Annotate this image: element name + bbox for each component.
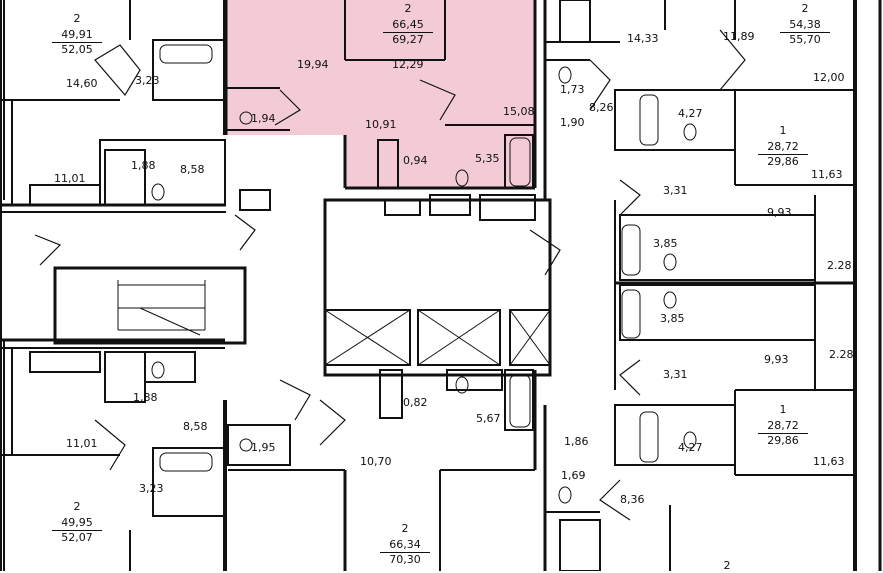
room-area: 1,69: [561, 469, 586, 482]
apartment-total-area: 29,86: [758, 154, 808, 169]
room-area: 1,95: [251, 441, 276, 454]
apartment-rooms: 2: [73, 500, 81, 513]
room-area: 3,23: [139, 482, 164, 495]
room-area: 12,29: [392, 58, 424, 71]
apartment-rooms: 2: [404, 2, 412, 15]
door-swings: [34, 29, 746, 521]
apartment-rooms: 2: [401, 522, 409, 535]
room-area: 12,00: [813, 71, 845, 84]
room-area: 8,58: [183, 420, 208, 433]
room-area: 10,70: [360, 455, 392, 468]
room-area: 11,89: [723, 30, 755, 43]
room-area: 8,26: [589, 101, 614, 114]
apartment-area: 28,72: [767, 419, 799, 432]
room-area: 1,88: [133, 391, 158, 404]
room-area: 0,82: [403, 396, 428, 409]
room-area: 3,85: [660, 312, 685, 325]
room-area: 8,58: [180, 163, 205, 176]
apartment-area: 54,38: [789, 18, 821, 31]
apartment-label-a2: 2 66,45 69,27: [383, 2, 433, 47]
room-area: 3,31: [663, 368, 688, 381]
room-area: 3,31: [663, 184, 688, 197]
apartment-label-a8: 2: [702, 559, 752, 573]
room-area: 1,73: [560, 83, 585, 96]
apartment-label-a4: 1 28,72 29,86: [758, 124, 808, 169]
room-area: 11,63: [811, 168, 843, 181]
room-area: 11,63: [813, 455, 845, 468]
room-area: 8,36: [620, 493, 645, 506]
room-area: 5,67: [476, 412, 501, 425]
room-area: 10,91: [365, 118, 397, 131]
room-area: 19,94: [297, 58, 329, 71]
apartment-rooms: 2: [723, 559, 731, 572]
room-area: 9,93: [767, 206, 792, 219]
room-area: 1,88: [131, 159, 156, 172]
apartment-total-area: 52,07: [52, 530, 102, 545]
room-area: 14,60: [66, 77, 98, 90]
room-area: 1,90: [560, 116, 585, 129]
room-area: 0,94: [403, 154, 428, 167]
apartment-label-a3: 2 54,38 55,70: [780, 2, 830, 47]
room-area: 11,01: [66, 437, 98, 450]
apartment-total-area: 52,05: [52, 42, 102, 57]
room-area: 3,85: [653, 237, 678, 250]
room-area: 5,35: [475, 152, 500, 165]
apartment-total-area: 70,30: [380, 552, 430, 567]
apartment-label-a7: 2 66,34 70,30: [380, 522, 430, 567]
apartment-area: 49,95: [61, 516, 93, 529]
apartment-total-area: 69,27: [383, 32, 433, 47]
apartment-area: 66,34: [389, 538, 421, 551]
apartment-label-a5: 1 28,72 29,86: [758, 403, 808, 448]
room-area: 4,27: [678, 107, 703, 120]
room-area: 4,27: [678, 441, 703, 454]
apartment-area: 66,45: [392, 18, 424, 31]
apartment-rooms: 1: [779, 403, 787, 416]
room-area: 1,86: [564, 435, 589, 448]
room-area: 11,01: [54, 172, 86, 185]
room-area: 14,33: [627, 32, 659, 45]
apartment-rooms: 2: [801, 2, 809, 15]
room-area: 2.28: [829, 348, 854, 361]
apartment-label-a6: 2 49,95 52,07: [52, 500, 102, 545]
highlight-cutout-hall: [226, 135, 346, 188]
room-area: 2.28: [827, 259, 852, 272]
apartment-rooms: 2: [73, 12, 81, 25]
apartment-total-area: 29,86: [758, 433, 808, 448]
apartment-total-area: 55,70: [780, 32, 830, 47]
room-area: 3,23: [135, 74, 160, 87]
fixtures: [151, 44, 697, 504]
room-area: 15,08: [503, 105, 535, 118]
room-area: 9,93: [764, 353, 789, 366]
apartment-label-a1: 2 49,91 52,05: [52, 12, 102, 57]
apartment-area: 28,72: [767, 140, 799, 153]
apartment-rooms: 1: [779, 124, 787, 137]
apartment-area: 49,91: [61, 28, 93, 41]
room-area: 1,94: [251, 112, 276, 125]
